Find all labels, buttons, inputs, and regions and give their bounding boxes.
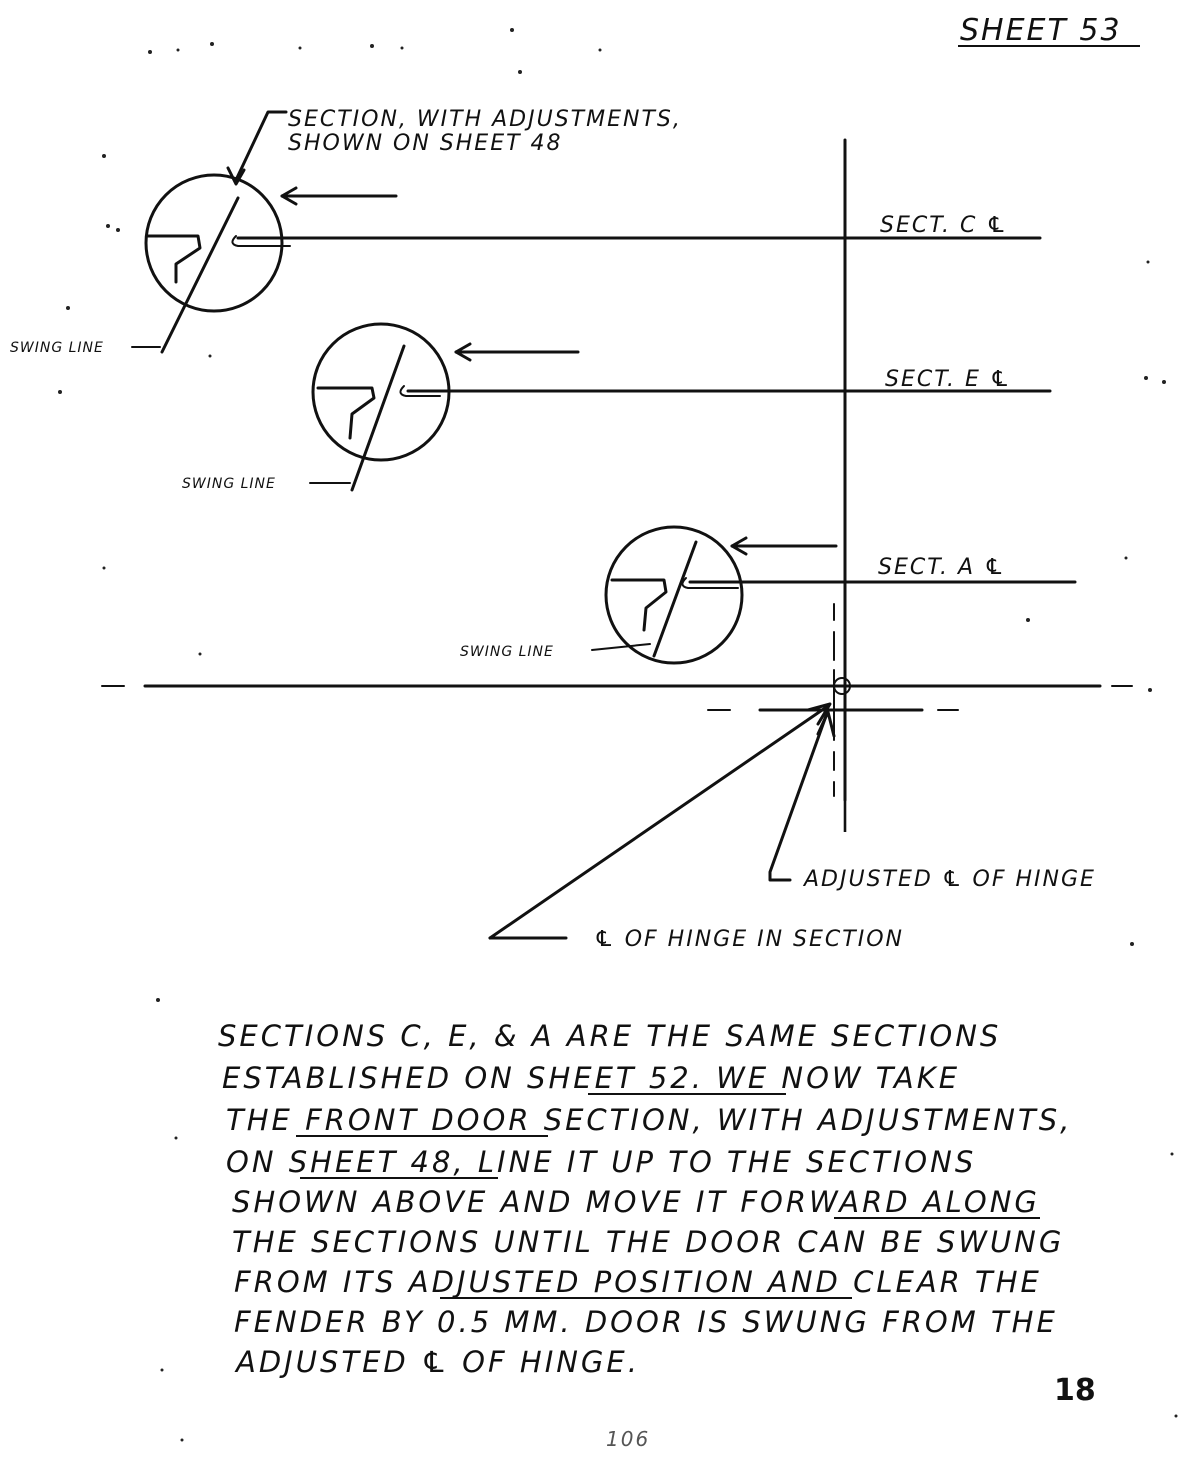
section-e-swing-line [350,344,406,492]
note-line-2: ESTABLISHED ON SHEET 52. WE NOW TAKE [222,1061,960,1095]
note-line-7: FROM ITS ADJUSTED POSITION AND CLEAR THE [234,1265,1042,1299]
hinge-point-marker [833,677,851,695]
section-a-circle [604,525,744,665]
section-note-line1: SECTION, WITH ADJUSTMENTS, [288,107,682,132]
section-e-detail: SECT. E ℄ SWING LINE [182,322,1052,492]
section-e-fender-profile [316,386,376,440]
section-a-swing-label: SWING LINE [460,644,554,660]
section-c-fender-profile [146,234,202,284]
section-e-door-edge [399,385,441,397]
section-c-swing-line [160,196,240,354]
section-c-door-edge [231,235,291,247]
section-a-fender-profile [610,578,668,632]
section-a-label: SECT. A ℄ [878,555,1006,580]
section-c-label: SECT. C ℄ [880,213,1008,238]
section-a-door-edge [681,577,739,589]
note-line-4: ON SHEET 48, LINE IT UP TO THE SECTIONS [226,1145,976,1179]
page-number: 18 [1054,1373,1096,1408]
bottom-handwritten-mark: 106 [606,1427,650,1451]
sheet-title: SHEET 53 [960,13,1122,48]
section-note-line2: SHOWN ON SHEET 48 [288,131,563,156]
adjusted-hinge-label: ADJUSTED ℄ OF HINGE [802,867,1096,892]
section-note-leader-arrowhead [226,166,246,186]
note-line-6: THE SECTIONS UNTIL THE DOOR CAN BE SWUNG [232,1225,1064,1259]
hinge-in-section-leader [488,704,830,940]
hinge-in-section-arrowhead [806,702,832,726]
section-a-detail: SECT. A ℄ SWING LINE [460,525,1077,665]
note-line-3: THE FRONT DOOR SECTION, WITH ADJUSTMENTS… [226,1103,1072,1137]
section-a-swing-line [652,540,698,658]
explanatory-note: SECTIONS C, E, & A ARE THE SAME SECTIONS… [218,1019,1072,1379]
adjusted-hinge-arrowhead [816,710,836,738]
section-c-arrowhead [280,186,298,206]
section-e-swing-label: SWING LINE [182,476,276,492]
section-note-leader [234,110,288,182]
section-a-swing-leader [591,643,651,651]
note-line-9: ADJUSTED ℄ OF HINGE. [234,1345,640,1379]
hinge-in-section-label: ℄ OF HINGE IN SECTION [594,927,904,952]
note-line-8: FENDER BY 0.5 MM. DOOR IS SWUNG FROM THE [234,1305,1058,1339]
section-c-circle [144,173,284,313]
section-c-detail: SECT. C ℄ SWING LINE [10,173,1042,356]
section-e-arrowhead [454,342,472,362]
section-c-swing-label: SWING LINE [10,340,104,356]
note-line-1: SECTIONS C, E, & A ARE THE SAME SECTIONS [218,1019,1001,1053]
note-line-5: SHOWN ABOVE AND MOVE IT FORWARD ALONG [232,1185,1040,1219]
adjusted-hinge-leader [768,714,828,882]
section-a-arrowhead [730,536,748,556]
scan-speckles [58,28,1178,1442]
section-e-label: SECT. E ℄ [885,367,1012,392]
